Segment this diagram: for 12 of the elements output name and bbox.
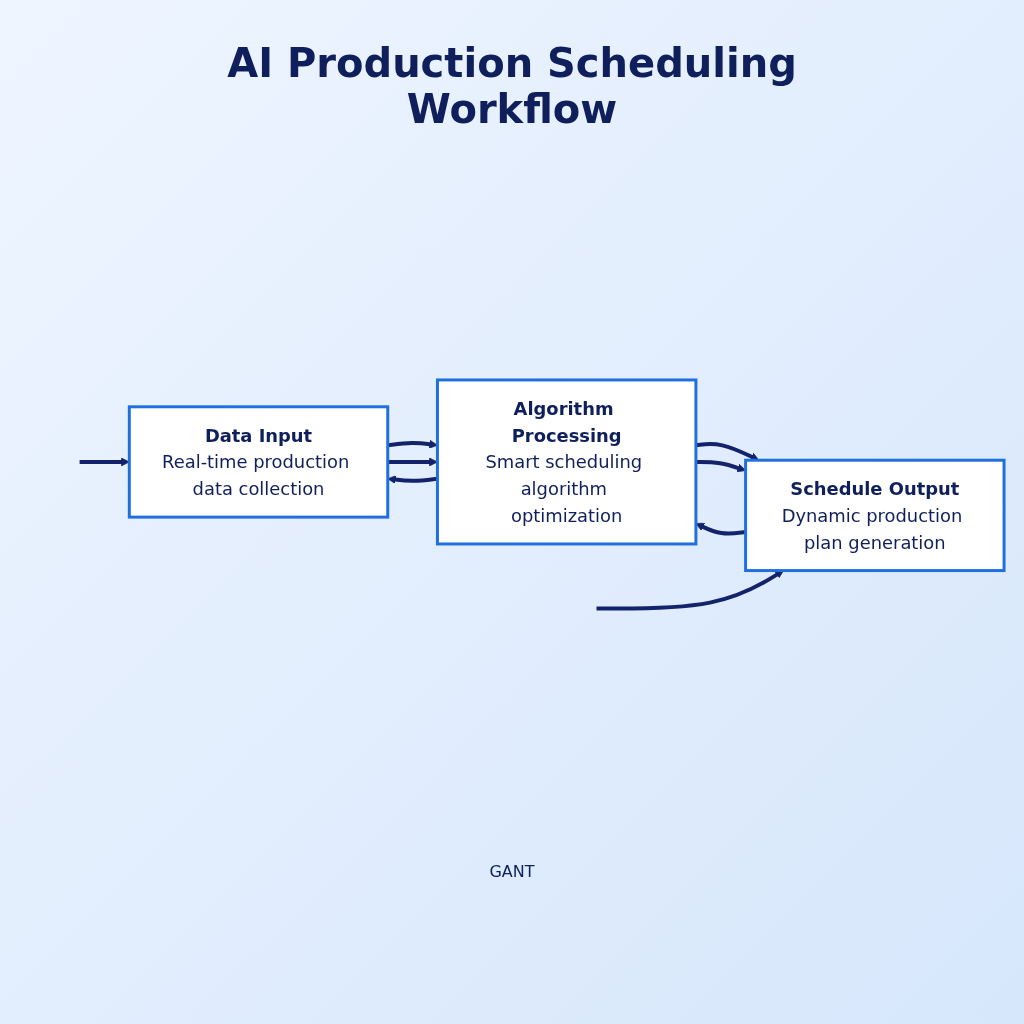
arrow	[695, 460, 746, 473]
node-box: Schedule Output Dynamic production plan generation	[744, 459, 1006, 573]
arrow	[387, 475, 438, 485]
diagram-title: AI Production Scheduling Workflow	[226, 40, 798, 132]
arrow	[596, 570, 784, 611]
node-box: Algorithm Processing Smart scheduling algorithm optimization	[435, 378, 698, 546]
arrow	[387, 440, 438, 449]
arrow	[79, 457, 130, 467]
arrow	[695, 523, 746, 536]
node-box: Data Input Real-time production data collection	[127, 405, 390, 519]
arrow	[387, 457, 438, 467]
chart-label: GANT	[489, 862, 535, 881]
